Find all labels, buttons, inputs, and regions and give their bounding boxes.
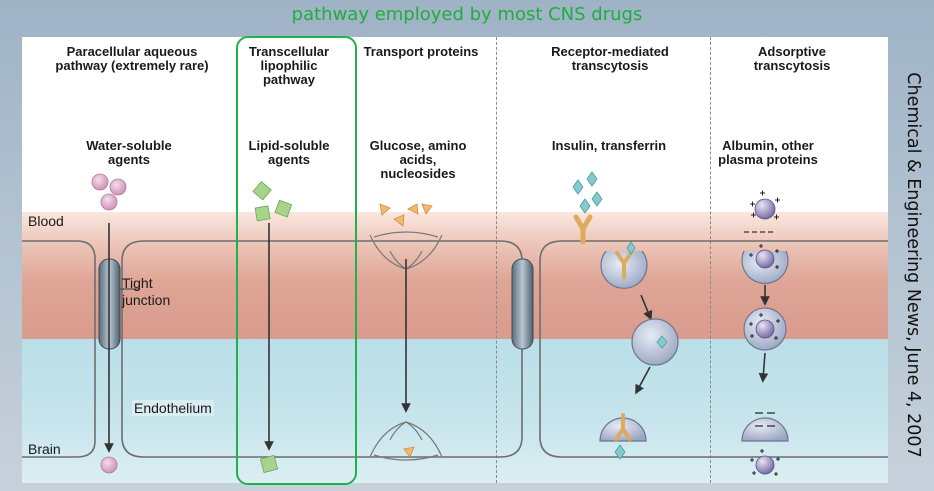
ligand-molecule-icon bbox=[614, 444, 626, 460]
highlight-caption: pathway employed by most CNS drugs bbox=[291, 4, 643, 25]
tight-junction-icon bbox=[511, 258, 534, 350]
nutrient-molecule-icon bbox=[403, 446, 415, 458]
blood-label: Blood bbox=[28, 213, 64, 229]
agent-label-lipid-soluble: Lipid-soluble agents bbox=[248, 138, 330, 167]
ligand-molecule-icon bbox=[572, 171, 603, 214]
agent-label-insulin-transferrin: Insulin, transferrin bbox=[551, 138, 667, 153]
divider-line bbox=[496, 37, 497, 483]
lipid-soluble-molecule-icon bbox=[259, 454, 279, 474]
agent-label-water-soluble: Water-soluble agents bbox=[86, 138, 172, 167]
receptor-icon bbox=[573, 214, 593, 245]
vesicle-icon bbox=[599, 413, 647, 442]
column-title-adsorptive: Adsorptive transcytosis bbox=[753, 44, 831, 73]
water-soluble-molecule-icon bbox=[91, 173, 127, 211]
source-credit-text: Chemical & Engineering News, June 4, 200… bbox=[903, 72, 923, 458]
column-title-paracellular: Paracellular aqueous pathway (extremely … bbox=[55, 44, 209, 73]
vesicle-icon bbox=[600, 241, 648, 289]
nutrient-molecule-icon bbox=[379, 203, 433, 227]
lipid-soluble-molecule-icon bbox=[252, 180, 293, 222]
highlighted-pathway-box bbox=[236, 36, 357, 485]
column-title-receptor-mediated: Receptor-mediated transcytosis bbox=[551, 44, 669, 73]
vesicle-icon bbox=[741, 244, 789, 284]
tight-junction-label: Tight junction bbox=[122, 275, 171, 308]
albumin-protein-icon bbox=[744, 190, 780, 233]
vesicle-icon bbox=[743, 307, 787, 351]
endothelium-label: Endothelium bbox=[132, 400, 214, 416]
transporter-protein-icon bbox=[369, 421, 443, 461]
water-soluble-molecule-icon bbox=[100, 456, 118, 474]
diagram-artwork bbox=[22, 171, 888, 476]
blood-region bbox=[22, 212, 888, 339]
brain-region bbox=[22, 339, 888, 483]
vesicle-icon bbox=[631, 318, 679, 366]
agent-label-nutrients: Glucose, amino acids, nucleosides bbox=[369, 138, 467, 181]
column-title-transcellular: Transcellular lipophilic pathway bbox=[248, 44, 330, 87]
vesicle-icon bbox=[741, 412, 789, 442]
brain-label: Brain bbox=[28, 441, 61, 457]
bbb-diagram: Paracellular aqueous pathway (extremely … bbox=[22, 37, 888, 483]
albumin-protein-icon bbox=[750, 449, 780, 476]
source-credit: Chemical & Engineering News, June 4, 200… bbox=[893, 50, 933, 480]
divider-line bbox=[710, 37, 711, 483]
column-title-transport-proteins: Transport proteins bbox=[363, 44, 479, 59]
agent-label-albumin: Albumin, other plasma proteins bbox=[718, 138, 818, 167]
